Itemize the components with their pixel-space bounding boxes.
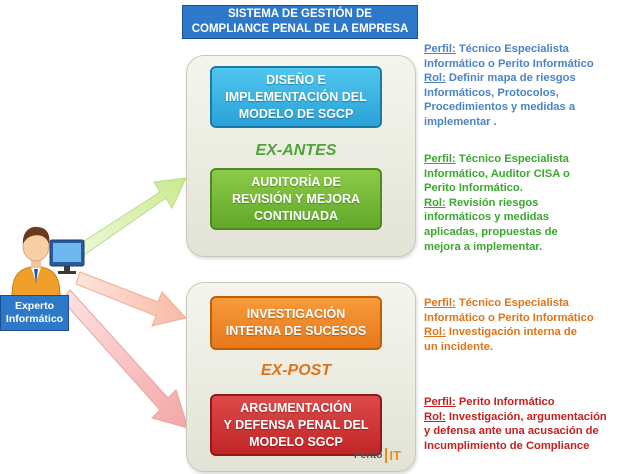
- rol-key: Rol:: [424, 410, 446, 423]
- logo-text-it: IT: [385, 447, 401, 463]
- auditoria-box: AUDITORÍA DE REVISIÓN Y MEJORA CONTINUAD…: [210, 168, 382, 230]
- desc-investigacion: Perfil: Técnico Especialista Informático…: [424, 296, 594, 354]
- arrow-to-argumentacion: [61, 289, 189, 429]
- desc-line: mejora a implementar.: [424, 240, 543, 253]
- desc-line: Revisión riesgos: [445, 196, 539, 209]
- desc-line: informáticos y medidas: [424, 211, 549, 224]
- desc-line: un incidente.: [424, 340, 493, 353]
- desc-line: Perito Informático: [455, 396, 555, 408]
- perfil-key: Perfil:: [424, 297, 456, 309]
- investigacion-line1: INVESTIGACIÓN: [246, 307, 346, 321]
- diseno-line1: DISEÑO E: [266, 72, 326, 87]
- rol-key: Rol:: [424, 72, 446, 85]
- arrow-to-investigacion: [75, 271, 187, 327]
- argumentacion-line3: MODELO SGCP: [249, 434, 343, 449]
- argumentacion-box: ARGUMENTACIÓN Y DEFENSA PENAL DEL MODELO…: [210, 394, 382, 456]
- expert-label-line1: Experto: [14, 300, 55, 312]
- auditoria-line3: CONTINUADA: [253, 208, 339, 223]
- auditoria-line1: AUDITORÍA DE: [251, 174, 341, 189]
- desc-line: Técnico Especialista: [455, 297, 569, 309]
- desc-line: aplicadas, propuestas de: [424, 225, 558, 238]
- logo-text-perito: Perito: [354, 449, 383, 461]
- desc-line: Procedimientos y medidas a: [424, 101, 576, 114]
- investigacion-line2: INTERNA DE SUCESOS: [225, 324, 367, 338]
- desc-diseno: Perfil: Técnico Especialista Informático…: [424, 42, 594, 130]
- desc-line: Investigación interna de: [445, 326, 577, 339]
- argumentacion-line1: ARGUMENTACIÓN: [240, 400, 352, 415]
- desc-argumentacion: Perfil: Perito Informático Rol: Investig…: [424, 395, 607, 453]
- desc-line: Técnico Especialista: [455, 153, 569, 165]
- expert-label-line2: Informático: [5, 313, 64, 325]
- desc-line: Técnico Especialista: [455, 43, 569, 55]
- desc-line: Investigación, argumentación: [445, 410, 607, 423]
- diseno-box: DISEÑO E IMPLEMENTACIÓN DEL MODELO DE SG…: [210, 66, 382, 128]
- diseno-line3: MODELO DE SGCP: [238, 106, 354, 121]
- perfil-key: Perfil:: [424, 43, 456, 55]
- arrow-to-exante: [77, 177, 187, 256]
- desc-line: Informático, Auditor CISA o: [424, 167, 570, 180]
- diseno-line2: IMPLEMENTACIÓN DEL: [225, 89, 367, 104]
- argumentacion-line2: Y DEFENSA PENAL DEL: [223, 417, 369, 432]
- expert-person-icon: [11, 226, 85, 296]
- auditoria-line2: REVISIÓN Y MEJORA: [231, 191, 361, 206]
- system-title-line2: COMPLIANCE PENAL DE LA EMPRESA: [191, 23, 409, 35]
- desc-line: Informáticos, Protocolos,: [424, 86, 559, 99]
- system-title-line1: SISTEMA DE GESTIÓN DE: [228, 8, 372, 20]
- expost-phase-label: EX-POST: [260, 362, 332, 379]
- system-title: SISTEMA DE GESTIÓN DE COMPLIANCE PENAL D…: [182, 5, 418, 39]
- perito-it-logo: Perito IT: [354, 446, 414, 464]
- desc-line: implementar .: [424, 115, 497, 128]
- rol-key: Rol:: [424, 326, 446, 339]
- perfil-key: Perfil:: [424, 396, 456, 408]
- rol-key: Rol:: [424, 196, 446, 209]
- investigacion-box: INVESTIGACIÓN INTERNA DE SUCESOS: [210, 296, 382, 350]
- perfil-key: Perfil:: [424, 153, 456, 165]
- expert-label: Experto Informático: [0, 295, 69, 331]
- desc-auditoria: Perfil: Técnico Especialista Informático…: [424, 152, 570, 254]
- desc-line: Incumplimiento de Compliance: [424, 439, 590, 452]
- desc-line: Informático o Perito Informático: [424, 57, 594, 70]
- desc-line: Perito Informático.: [424, 182, 523, 195]
- desc-line: y defensa ante una acusación de: [424, 425, 599, 438]
- desc-line: Definir mapa de riesgos: [445, 72, 576, 85]
- desc-line: Informático o Perito Informático: [424, 311, 594, 324]
- exante-phase-label: EX-ANTES: [255, 142, 337, 159]
